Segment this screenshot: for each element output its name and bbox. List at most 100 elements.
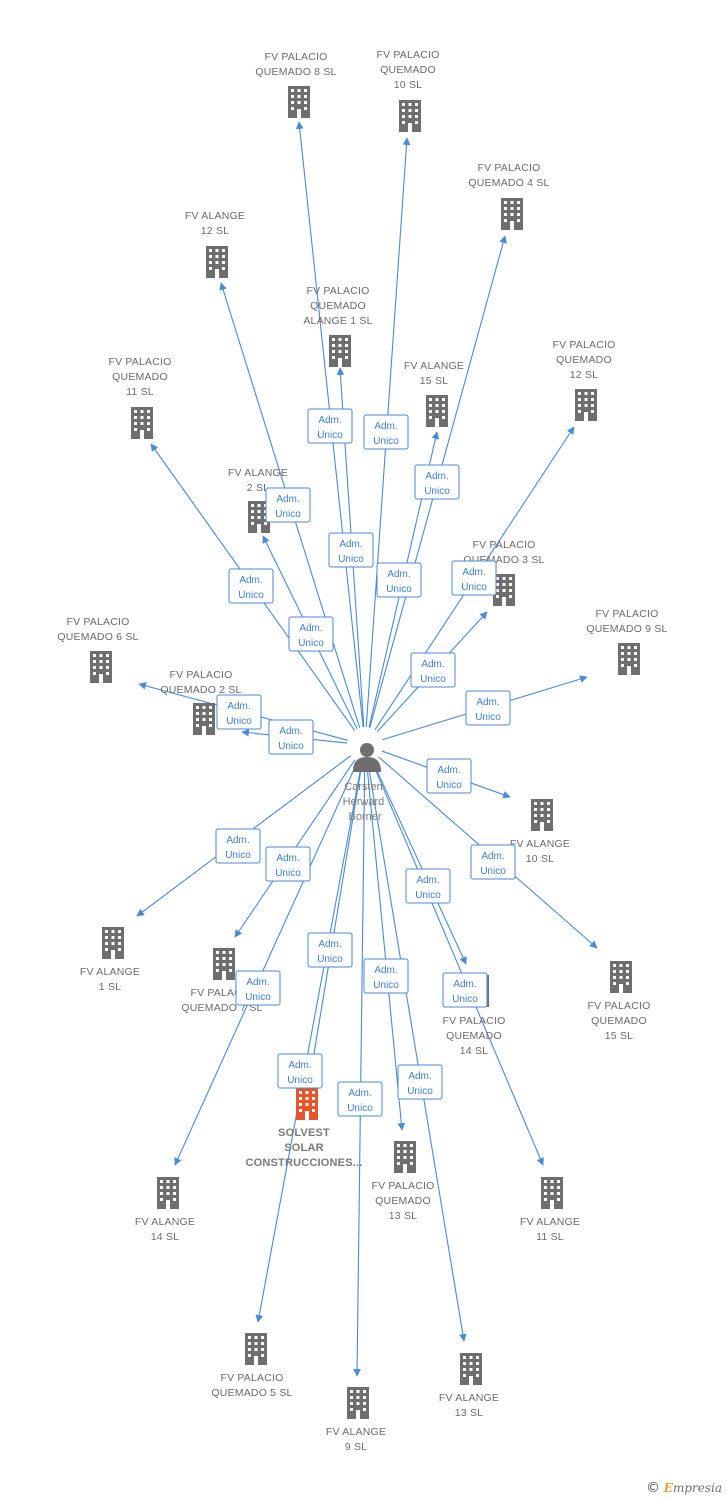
edge-label-line: Adm. — [374, 421, 397, 432]
building-icon — [90, 651, 112, 683]
node-label-line: FV PALACIO — [169, 669, 232, 681]
edge-label-line: Adm. — [239, 575, 262, 586]
edge-label-line: Unico — [475, 712, 501, 723]
node-label-line: QUEMADO 6 SL — [57, 631, 138, 643]
node-fv-alange-1[interactable]: FV ALANGE 1 SL — [80, 927, 140, 993]
edge-label-line: Adm. — [318, 415, 341, 426]
building-icon — [193, 703, 215, 735]
building-icon — [329, 335, 351, 367]
edge-label-fv-alange-2: Adm.Unico — [288, 616, 334, 652]
node-label-line: FV ALANGE — [135, 1216, 195, 1228]
node-fv-palacio-quemado-6[interactable]: FV PALACIO QUEMADO 6 SL — [57, 616, 138, 683]
svg-text:Adm.Unico: Adm.Unico — [338, 539, 364, 565]
node-label-line: QUEMADO — [380, 64, 436, 76]
node-label-line: CONSTRUCCIONES... — [245, 1157, 362, 1169]
edge-fv-palacio-quemado-14 — [372, 761, 467, 965]
edge-solvest-solar — [306, 762, 363, 1085]
edge-label-line: Unico — [436, 780, 462, 791]
edge-fv-alange-11 — [371, 761, 544, 1166]
node-label-line: FV PALACIO — [442, 1015, 505, 1027]
edge-label-line: Adm. — [288, 1060, 311, 1071]
node-fv-alange-12[interactable]: FV ALANGE 12 SL — [185, 210, 245, 278]
edge-label-line: Adm. — [387, 569, 410, 580]
edge-label-line: Adm. — [348, 1088, 371, 1099]
svg-text:Adm.Unico: Adm. Unico — [373, 421, 399, 447]
edge-label-fv-alange-10: Adm.Unico — [426, 758, 472, 794]
node-label-line: QUEMADO 2 SL — [160, 684, 241, 696]
node-fv-palacio-quemado-2[interactable]: FV PALACIO QUEMADO 2 SL — [160, 669, 241, 735]
edge-label-line: Unico — [278, 741, 304, 752]
node-label-line: 15 SL — [420, 375, 448, 387]
edge-label-line: Unico — [317, 954, 343, 965]
node-label-line: QUEMADO 9 SL — [586, 623, 667, 635]
svg-text:Adm.Unico: Adm.Unico — [415, 875, 441, 901]
brand-logo: Empresia — [663, 1481, 722, 1495]
node-label-line: QUEMADO — [556, 354, 612, 366]
edge-label-line: Adm. — [416, 875, 439, 886]
node-label-line: FV PALACIO — [66, 616, 129, 628]
edge-label-line: Adm. — [276, 853, 299, 864]
svg-text:Adm.Unico: Adm. Unico — [386, 569, 412, 595]
node-label-line: FV ALANGE — [185, 210, 245, 222]
node-label-line: 9 SL — [345, 1441, 367, 1453]
edge-label-fv-alange-15: Adm. Unico — [376, 562, 422, 598]
node-label-line: 10 SL — [526, 853, 554, 865]
node-label-line: 15 SL — [605, 1030, 633, 1042]
edge-label-line: Adm. — [226, 835, 249, 846]
edge-label-line: Unico — [298, 638, 324, 649]
edge-label-line: Unico — [275, 868, 301, 879]
node-label-line: FV PALACIO — [587, 1000, 650, 1012]
node-label-line: QUEMADO 4 SL — [468, 177, 549, 189]
edge-label-line: Adm. — [246, 977, 269, 988]
edge-labels-layer: Adm.UnicoAdm.UnicoAdm.UnicoAdm.UnicoAdm.… — [215, 408, 516, 1117]
edge-label-fv-alange-13: Adm.Unico — [397, 1064, 443, 1100]
edge-label-line: Unico — [424, 486, 450, 497]
node-label-line: FV ALANGE — [439, 1392, 499, 1404]
edge-label-line: Unico — [373, 436, 399, 447]
svg-text:Carsten Herward Bo: Carsten Herward Borner — [343, 781, 388, 823]
person-name-line-3: Borner — [348, 811, 381, 823]
building-icon — [610, 961, 632, 993]
edge-label-line: Adm. — [453, 979, 476, 990]
center-person[interactable]: Carsten Herward Borner — [343, 743, 388, 823]
node-label-line: FV PALACIO — [472, 539, 535, 551]
edge-label-line: Adm. — [476, 697, 499, 708]
node-label-line: 1 SL — [99, 981, 121, 993]
edge-label-line: Unico — [386, 584, 412, 595]
edge-label-fv-palacio-quemado-6: Adm.Unico — [216, 694, 262, 730]
node-label-line: FV PALACIO — [108, 356, 171, 368]
node-label-line: QUEMADO — [310, 300, 366, 312]
node-label-line: 12 SL — [201, 225, 229, 237]
node-label-line: FV ALANGE — [80, 966, 140, 978]
node-label-line: 11 SL — [536, 1231, 564, 1243]
node-label-line: 2 SL — [247, 482, 269, 494]
copyright-symbol: © — [645, 1480, 660, 1496]
person-name-line-1: Carsten — [344, 781, 383, 793]
